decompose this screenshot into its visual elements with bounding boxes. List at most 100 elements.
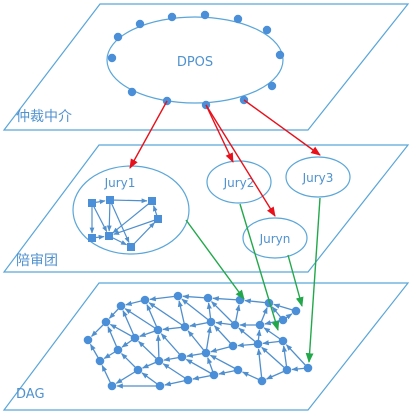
jury3-ellipse [285,156,351,198]
dag-node [233,365,243,375]
dag-edge [109,323,136,339]
arbitration-plane [2,3,410,131]
jury3-label: Jury3 [302,171,334,185]
jury1-member-node [88,199,96,207]
dpos-ring [106,16,284,104]
dag-edge [185,358,215,376]
dag-node [95,356,105,366]
dag-edge [146,303,159,331]
dag-node [230,320,240,330]
juryn-ellipse [242,217,308,259]
jury1-edge [91,202,108,233]
dag-node [201,348,211,358]
dag-plane [2,282,410,411]
dag-edge [122,309,136,339]
dag-nodes [83,291,313,391]
dag-node [183,375,193,385]
dag-node [140,295,150,305]
dag-node [173,291,183,301]
jury-to-dag-arrow [185,219,245,300]
dag-edge [148,302,186,328]
dag-edge [209,354,239,371]
dag-node [228,341,238,351]
dag-node [291,306,301,316]
jury2-label: Jury2 [223,176,255,190]
dag-edge [187,330,207,354]
dag-edge [181,298,212,323]
jury1-edge [109,198,148,204]
dag-node [101,317,111,327]
dag-node [133,365,143,375]
dag-edge [160,333,183,358]
jury1-graph [88,196,162,251]
jury1-edge [109,199,130,243]
dag-edge [212,296,241,302]
jury-layer: Jury1 Jury2 Jury3 Juryn 陪审团 [2,144,410,273]
arbitration-layer: DPOS 仲裁中介 [2,3,410,131]
dag-edge [261,346,288,371]
dpos-to-jury-arrow [129,100,168,169]
dpos-to-jury-arrow [205,104,276,217]
dpos-to-jury-arrow [243,99,321,156]
dpos-node [167,12,177,22]
dag-node [278,315,288,325]
jury-layer-label: 陪审团 [16,253,58,269]
jury-to-dag-arrow [305,197,321,363]
dpos-label: DPOS [177,55,213,70]
dag-node [155,381,165,391]
dag-node [253,339,263,349]
jury-plane [2,144,410,273]
dag-edge [138,340,160,362]
dag-edge [211,301,236,326]
dag-node [107,381,117,391]
dag-edge [162,363,189,381]
jury2-ellipse [206,160,272,204]
dpos-node [127,87,137,97]
dag-layer: DAG [2,282,410,411]
dpos-node [233,14,243,24]
jury1-edge [113,218,159,235]
dag-node [209,370,219,380]
jury1-member-node [127,243,135,251]
dpos-node [275,50,285,60]
jury-to-dag-arrow [287,254,304,307]
dag-node [303,363,313,373]
dpos-nodes [107,10,285,110]
dag-node [203,293,213,303]
dag-node [255,320,265,330]
dag-edge [155,334,161,362]
dpos-node [107,53,117,63]
dag-node [282,365,292,375]
arbitration-layer-label: 仲裁中介 [16,109,72,125]
dag-node [116,301,126,311]
dag-edge [213,325,234,347]
dpos-node [200,10,210,20]
dpos-node [262,25,272,35]
dpos-node [135,19,145,29]
dag-node [153,325,163,335]
dag-edge [177,300,186,328]
dag-node [206,317,216,327]
dag-node [177,352,187,362]
dag-node [278,336,288,346]
dag-edge [205,326,212,354]
dpos-to-jury-arrow [205,104,234,163]
dag-node [113,345,123,355]
jury1-edge [112,200,153,234]
dag-node [257,376,267,386]
jury1-label: Jury1 [104,176,136,190]
jury1-edge [130,222,155,248]
dpos-node [267,81,277,91]
dpos-to-jury-arrows [129,99,321,217]
jury1-member-node [105,232,113,240]
jury1-edge [106,199,112,232]
dag-node [130,333,140,343]
dag-node [180,322,190,332]
juryn-label: Juryn [259,232,291,246]
dpos-node [113,32,123,42]
dag-node [83,335,93,345]
dag-edge [256,348,263,382]
dag-edge [124,308,159,331]
dag-edge [285,344,309,369]
